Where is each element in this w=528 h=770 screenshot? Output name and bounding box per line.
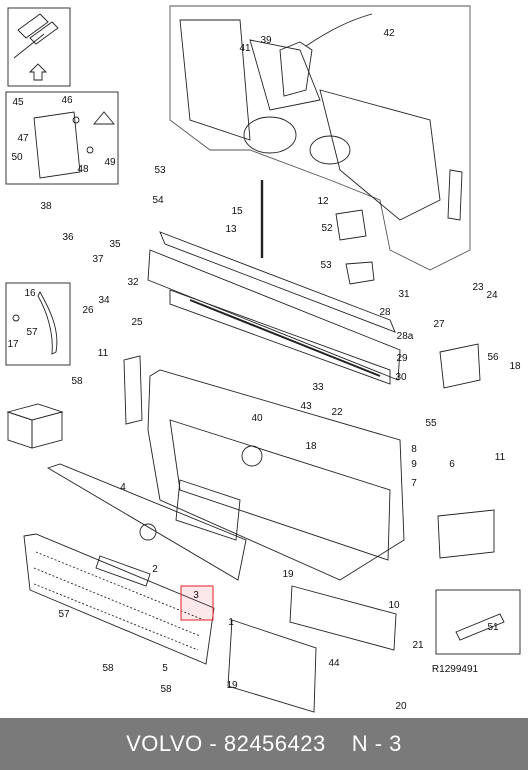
callout-27: 27 <box>433 319 445 330</box>
callout-25: 25 <box>131 317 143 328</box>
separator: - <box>209 731 218 756</box>
lock-53 <box>345 261 375 285</box>
callout-40: 40 <box>251 413 263 424</box>
callout-49: 49 <box>104 157 116 168</box>
callout-57: 57 <box>26 327 38 338</box>
callout-26: 26 <box>82 305 94 316</box>
callout-31: 31 <box>398 289 410 300</box>
brand-label: VOLVO <box>126 731 203 756</box>
callout-32: 32 <box>127 277 139 288</box>
callout-46: 46 <box>61 95 73 106</box>
highlight-box-3 <box>180 585 214 621</box>
callout-8: 8 <box>411 444 417 455</box>
callout-50: 50 <box>11 152 23 163</box>
parts-diagram: 1234567891011111213151617181819192021222… <box>5 5 521 713</box>
footer-bar: VOLVO - 82456423 N - 3 <box>0 718 528 770</box>
callout-10: 10 <box>388 600 400 611</box>
callout-16: 16 <box>24 288 36 299</box>
callout-24: 24 <box>486 290 498 301</box>
up-arrow-icon <box>28 63 48 81</box>
callout-20: 20 <box>395 701 407 712</box>
callout-44: 44 <box>328 658 340 669</box>
callout-19: 19 <box>282 569 294 580</box>
callout-9: 9 <box>411 459 417 470</box>
side-cover-57 <box>439 343 481 389</box>
callout-55: 55 <box>425 418 437 429</box>
callout-18: 18 <box>509 361 521 372</box>
front-panel <box>147 369 405 581</box>
orientation-inset <box>7 7 71 87</box>
callout-53: 53 <box>154 165 166 176</box>
callout-28a: 28a <box>397 331 414 342</box>
callout-33: 33 <box>312 382 324 393</box>
callout-28: 28 <box>379 307 391 318</box>
callout-47: 47 <box>17 133 29 144</box>
callout-18: 18 <box>305 441 317 452</box>
plate-inset <box>5 91 119 185</box>
callout-58: 58 <box>71 376 83 387</box>
warning-triangle-icon <box>93 111 115 125</box>
callout-19: 19 <box>226 680 238 691</box>
callout-11: 11 <box>495 452 506 463</box>
callout-23: 23 <box>472 282 484 293</box>
position-code: N - 3 <box>351 731 402 756</box>
strap-inset <box>5 282 71 366</box>
callout-30: 30 <box>395 372 407 383</box>
callout-21: 21 <box>412 640 424 651</box>
callout-37: 37 <box>92 254 104 265</box>
callout-39: 39 <box>260 35 272 46</box>
callout-52: 52 <box>321 223 333 234</box>
callout-4: 4 <box>120 482 126 493</box>
callout-11: 11 <box>98 348 109 359</box>
callout-17: 17 <box>7 339 19 350</box>
callout-34: 34 <box>98 295 110 306</box>
callout-54: 54 <box>152 195 164 206</box>
callout-1: 1 <box>228 617 234 628</box>
callout-38: 38 <box>40 201 52 212</box>
bracket-10 <box>289 585 397 651</box>
callout-3: 3 <box>193 590 199 601</box>
callout-36: 36 <box>62 232 74 243</box>
callout-58: 58 <box>160 684 172 695</box>
callout-58: 58 <box>102 663 114 674</box>
callout-35: 35 <box>109 239 121 250</box>
callout-43: 43 <box>300 401 312 412</box>
callout-57: 57 <box>58 609 70 620</box>
front-grille <box>23 523 215 665</box>
callout-45: 45 <box>12 97 24 108</box>
callout-5: 5 <box>162 663 168 674</box>
callout-29: 29 <box>396 353 408 364</box>
callout-15: 15 <box>231 206 243 217</box>
callout-2: 2 <box>152 564 158 575</box>
callout-56: 56 <box>487 352 499 363</box>
cab-frame <box>169 5 471 271</box>
panel-45 <box>227 619 317 713</box>
callout-group: 1234567891011111213151617181819192021222… <box>7 28 521 712</box>
ref-code: R1299491 <box>432 664 479 675</box>
callout-22: 22 <box>331 407 343 418</box>
callout-12: 12 <box>317 196 329 207</box>
tube-52 <box>435 589 521 655</box>
corner-panel-12 <box>437 509 495 559</box>
side-cover-11 <box>123 355 143 425</box>
callout-51: 51 <box>487 622 499 633</box>
callout-53: 53 <box>320 260 332 271</box>
callout-41: 41 <box>239 43 251 54</box>
callout-48: 48 <box>77 164 89 175</box>
callout-13: 13 <box>225 224 237 235</box>
kit-box-59 <box>6 403 64 449</box>
lock-13 <box>335 209 367 241</box>
part-number: 82456423 <box>223 731 326 756</box>
reservoir-40 <box>279 41 313 97</box>
callout-7: 7 <box>411 478 417 489</box>
callout-6: 6 <box>449 459 455 470</box>
upper-trim <box>147 231 401 385</box>
callout-42: 42 <box>383 28 395 39</box>
trim-strip-4 <box>46 463 247 581</box>
